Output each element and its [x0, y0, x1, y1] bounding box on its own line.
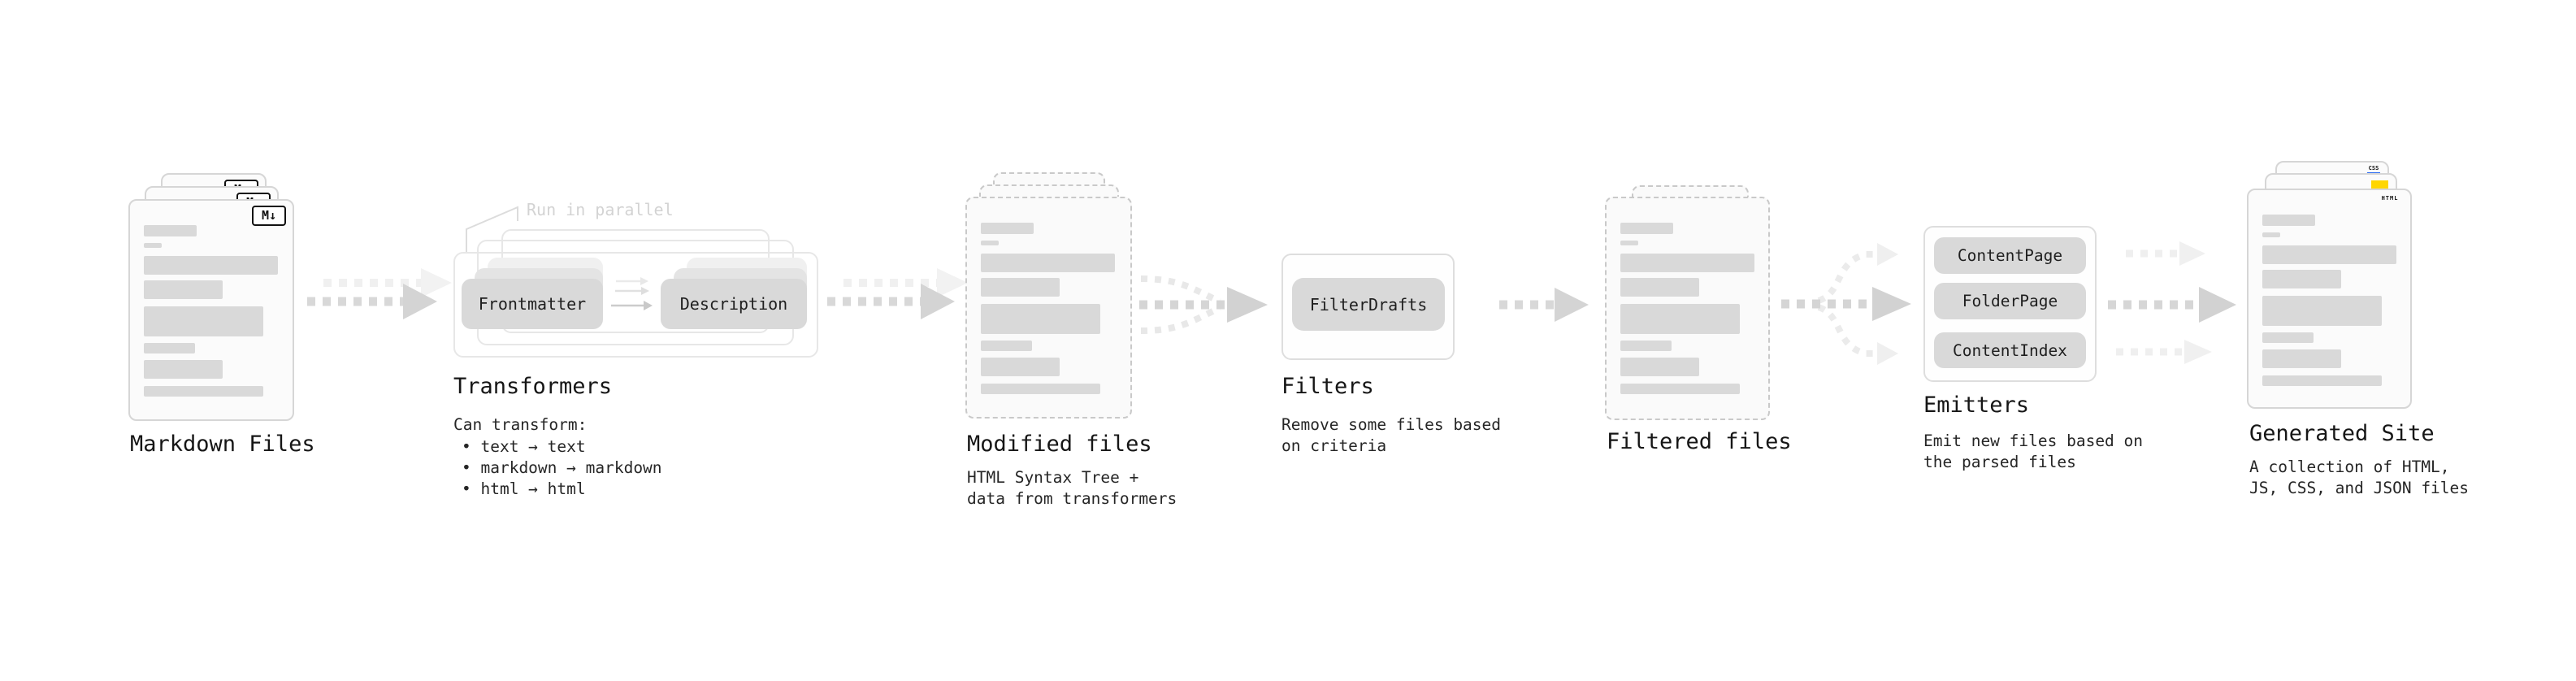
frontmatter-node-label: Frontmatter — [478, 294, 587, 314]
generated-site-caption: A collection of HTML, JS, CSS, and JSON … — [2249, 458, 2470, 497]
skeleton-line — [1620, 223, 1673, 234]
skeleton-line — [981, 254, 1115, 272]
skeleton-line — [981, 358, 1060, 376]
skeleton-line — [981, 223, 1034, 234]
arrow-filtered-to-emitters — [1781, 243, 1911, 365]
skeleton-line — [2262, 215, 2315, 226]
filterdrafts-node-label: FilterDrafts — [1309, 294, 1428, 314]
skeleton-line — [144, 386, 263, 397]
filterdrafts-node: FilterDrafts — [1292, 278, 1445, 331]
description-node: Description — [661, 279, 807, 329]
css-icon-text: CSS — [2368, 165, 2379, 171]
bullet-item: • markdown → markdown — [462, 458, 662, 477]
markdown-files-label: Markdown Files — [130, 432, 315, 457]
skeleton-line — [1620, 358, 1699, 376]
skeleton-line — [144, 343, 195, 354]
markdown-file-card-front: M↓ — [128, 199, 294, 421]
skeleton-line — [981, 384, 1100, 394]
skeleton-line — [1620, 304, 1740, 334]
arrow-emitters-to-site — [2108, 241, 2236, 364]
folderpage-node-label: FolderPage — [1962, 292, 2058, 310]
skeleton-line — [144, 225, 197, 236]
contentindex-node-label: ContentIndex — [1953, 340, 2067, 360]
frontmatter-node: Frontmatter — [462, 279, 603, 329]
skeleton-line — [1620, 254, 1754, 272]
skeleton-line — [2262, 332, 2314, 343]
parallel-callout-line — [466, 206, 518, 252]
transformers-caption: Can transform: — [453, 415, 588, 434]
skeleton-line — [144, 243, 162, 248]
skeleton-line — [2262, 232, 2280, 237]
filters-caption: Remove some files based on criteria — [1281, 415, 1502, 455]
transformer-layer-front — [453, 252, 818, 358]
arrow-markdown-to-transformers — [307, 268, 452, 319]
description-node-label: Description — [679, 294, 788, 314]
modified-file-card-front — [965, 197, 1132, 419]
emitters-caption: Emit new files based on the parsed files — [1923, 432, 2144, 471]
frontmatter-to-description-arrows — [611, 277, 653, 310]
skeleton-line — [981, 278, 1060, 297]
site-file-card-html: HTML 5 — [2247, 189, 2412, 409]
skeleton-line — [144, 306, 263, 336]
bullet-item: • html → html — [462, 479, 586, 498]
generated-site-label: Generated Site — [2249, 421, 2435, 446]
contentindex-node: ContentIndex — [1934, 332, 2086, 368]
bullet-item: • text → text — [462, 437, 586, 456]
contentpage-node: ContentPage — [1934, 237, 2086, 274]
modified-files-caption: HTML Syntax Tree + data from transformer… — [967, 468, 1177, 508]
filtered-files-label: Filtered files — [1607, 429, 1792, 454]
skeleton-line — [2262, 245, 2396, 264]
skeleton-line — [2262, 296, 2382, 326]
arrow-filters-to-filtered — [1499, 288, 1589, 322]
emitters-title: Emitters — [1923, 393, 2030, 418]
contentpage-node-label: ContentPage — [1957, 246, 2063, 265]
transformers-title: Transformers — [453, 374, 613, 399]
skeleton-line — [981, 241, 999, 245]
skeleton-line — [1620, 340, 1672, 351]
html5-icon-text: HTML — [2381, 195, 2399, 202]
skeleton-line — [2262, 375, 2382, 386]
filtered-file-card-front — [1605, 197, 1770, 420]
js-icon — [2371, 180, 2388, 189]
modified-files-label: Modified files — [967, 432, 1152, 457]
markdown-icon: M↓ — [252, 206, 286, 226]
parallel-note: Run in parallel — [527, 200, 674, 219]
skeleton-line — [1620, 384, 1740, 394]
folderpage-node: FolderPage — [1934, 283, 2086, 319]
skeleton-line — [144, 256, 278, 275]
filters-title: Filters — [1281, 374, 1374, 399]
arrow-transformers-to-modified — [827, 268, 968, 319]
skeleton-line — [2262, 349, 2341, 368]
skeleton-line — [144, 280, 223, 299]
skeleton-line — [1620, 278, 1699, 297]
skeleton-line — [1620, 241, 1638, 245]
skeleton-line — [144, 360, 223, 379]
html5-icon: HTML 5 — [2381, 195, 2399, 216]
transformers-bullet-list: • text → text • markdown → markdown • ht… — [462, 436, 662, 500]
skeleton-line — [2262, 270, 2341, 288]
arrow-modified-to-filters — [1139, 275, 1268, 334]
skeleton-line — [981, 340, 1032, 351]
skeleton-line — [981, 304, 1100, 334]
